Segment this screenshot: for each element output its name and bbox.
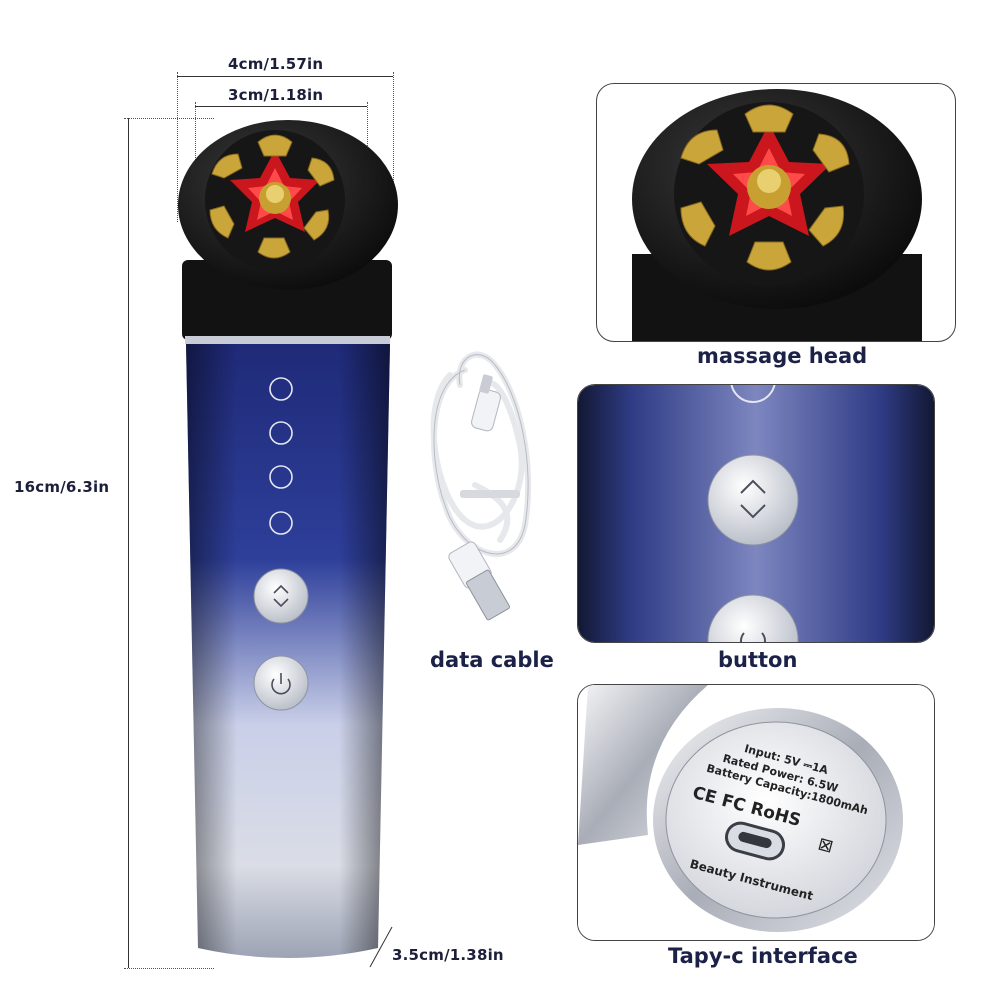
mode-circle-icon — [270, 378, 294, 402]
button-panel — [577, 384, 935, 643]
button-closeup — [578, 385, 934, 642]
device-illustration — [178, 120, 398, 958]
typec-port[interactable] — [728, 825, 788, 857]
width-outer-tick-left — [177, 72, 178, 222]
height-tick-top — [124, 118, 214, 119]
width-outer-line — [177, 76, 393, 77]
width-inner-line — [195, 106, 367, 107]
typec-caption: Tapy-c interface — [668, 944, 858, 968]
up-down-arrow-icon — [254, 569, 308, 623]
base-dimension-line — [366, 925, 396, 969]
massage-head-caption: massage head — [697, 344, 868, 368]
power-icon — [254, 656, 308, 710]
massage-head-panel — [596, 83, 956, 342]
data-cable-illustration — [430, 351, 532, 621]
data-cable-caption: data cable — [430, 648, 554, 672]
power-button[interactable] — [254, 656, 308, 710]
width-inner-label: 3cm/1.18in — [228, 86, 324, 104]
base-label: 3.5cm/1.38in — [392, 946, 504, 964]
typec-panel: Input: 5V ⎓1A Rated Power: 6.5W Battery … — [577, 684, 935, 941]
typec-closeup — [578, 685, 934, 940]
button-caption: button — [718, 648, 798, 672]
width-outer-tick-right — [393, 72, 394, 222]
width-inner-tick-left — [195, 102, 196, 212]
height-tick-bottom — [124, 968, 214, 969]
height-line — [128, 118, 129, 968]
up-down-button[interactable] — [254, 569, 308, 623]
width-outer-label: 4cm/1.57in — [228, 55, 324, 73]
height-label: 16cm/6.3in — [14, 478, 110, 496]
massage-head-closeup — [632, 89, 922, 341]
